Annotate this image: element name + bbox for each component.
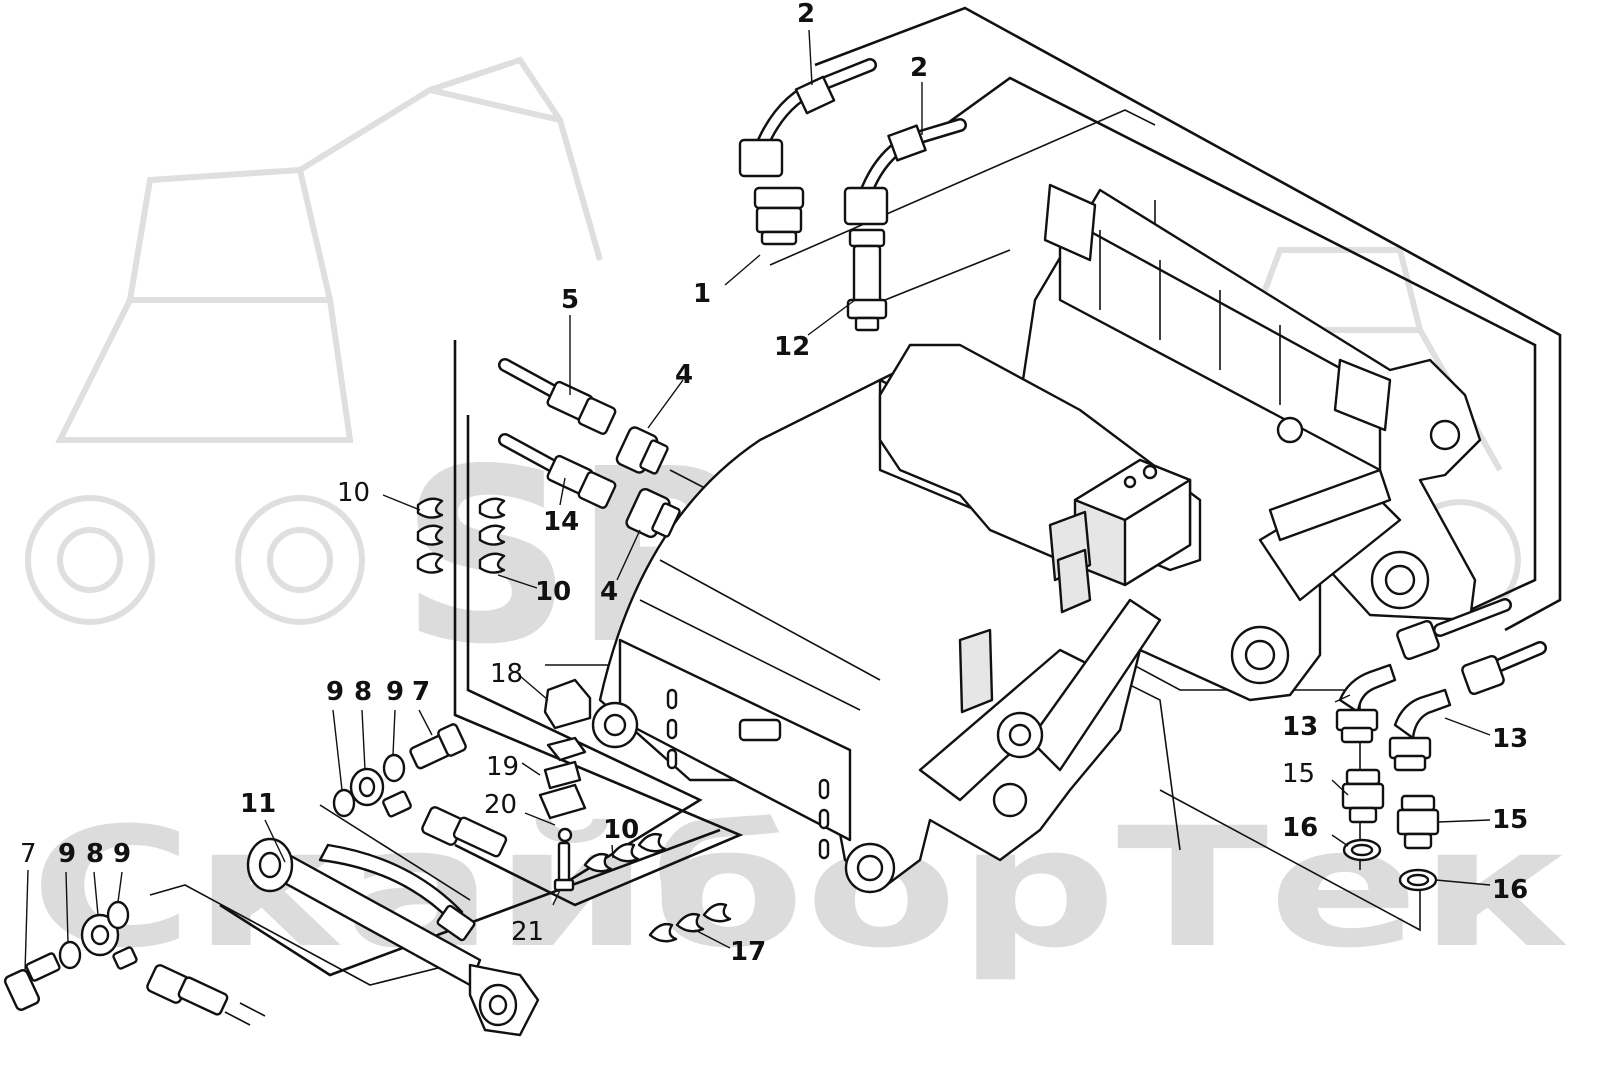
frame-slots (666, 688, 830, 860)
seal-16-right (1398, 868, 1438, 892)
clamp-10-left (416, 497, 444, 574)
callout-17: 17 (730, 937, 766, 967)
callout-7-lower: 7 (20, 839, 37, 869)
callout-10-middle: 10 (535, 577, 571, 607)
hose-right-lower (1461, 641, 1547, 696)
callout-9-lower-left: 9 (58, 839, 76, 869)
washer-20 (538, 783, 587, 843)
washer-9-upper-right (382, 753, 406, 783)
fitting-12-extension (846, 228, 888, 332)
clamp-10-lower (583, 832, 667, 873)
callout-19: 19 (486, 752, 519, 782)
clamp-10-middle (478, 497, 506, 574)
callout-16-left: 16 (1282, 813, 1318, 843)
clamp-17 (648, 902, 732, 943)
callout-5: 5 (561, 285, 579, 315)
callout-9-lower-right: 9 (113, 839, 131, 869)
callout-14: 14 (543, 507, 579, 537)
callout-2-right: 2 (910, 53, 928, 83)
bolt-21 (553, 841, 575, 892)
adapter-15-left (1341, 768, 1385, 824)
valve-block (958, 458, 1192, 714)
hose-2-left (738, 58, 877, 178)
plate-19 (543, 736, 587, 790)
elbow-13-left (1335, 663, 1397, 744)
callout-4-upper: 4 (675, 360, 693, 390)
cylinder-11 (246, 837, 540, 1037)
fitting-1 (753, 186, 805, 246)
block-18 (543, 678, 592, 730)
washer-9-lower-right (106, 900, 130, 930)
callout-7-upper: 7 (412, 677, 430, 707)
callout-11: 11 (240, 789, 276, 819)
banjo-bolt-7-lower (3, 952, 61, 1011)
callout-13-right: 13 (1492, 724, 1528, 754)
callout-8-upper: 8 (354, 677, 372, 707)
callout-15-right: 15 (1492, 805, 1528, 835)
banjo-8-upper (349, 767, 412, 818)
callout-16-right: 16 (1492, 875, 1528, 905)
callout-18: 18 (490, 659, 523, 689)
callout-10-lower: 10 (603, 815, 639, 845)
adapter-4-upper (615, 426, 669, 475)
leader-lines (24, 29, 1491, 973)
hose-fitting-upper (421, 806, 508, 858)
hose-14 (498, 433, 617, 509)
chassis-frame (591, 183, 1482, 894)
callout-labels: 2 2 1 12 5 4 14 4 10 10 18 19 20 10 21 1… (20, 0, 1528, 967)
seal-16-left (1342, 838, 1382, 862)
washer-9-lower-left (58, 940, 82, 970)
callout-15-left: 15 (1282, 759, 1315, 789)
callout-9-upper-left: 9 (326, 677, 344, 707)
banjo-8-lower (80, 913, 138, 970)
callout-20: 20 (484, 790, 517, 820)
hose-2-right (843, 118, 967, 226)
callout-4-lower: 4 (600, 577, 618, 607)
elbow-13-right (1388, 688, 1452, 772)
hose-right-upper (1396, 598, 1512, 661)
hose-fitting-lower (146, 964, 266, 1026)
adapter-4-lower (625, 487, 681, 539)
washer-9-upper-left (332, 788, 356, 818)
adapter-15-right (1396, 794, 1440, 850)
banjo-bolt-7-upper (409, 723, 467, 770)
callout-1: 1 (693, 279, 711, 309)
callout-13-left: 13 (1282, 712, 1318, 742)
callout-8-lower: 8 (86, 839, 104, 869)
hose-5 (498, 358, 617, 435)
callout-10-left: 10 (337, 478, 370, 508)
watermark-company-name: СкайборТек (30, 792, 1570, 984)
callout-21: 21 (511, 917, 544, 947)
callout-12: 12 (774, 332, 810, 362)
callout-2-left: 2 (797, 0, 815, 29)
callout-9-upper-right: 9 (386, 677, 404, 707)
